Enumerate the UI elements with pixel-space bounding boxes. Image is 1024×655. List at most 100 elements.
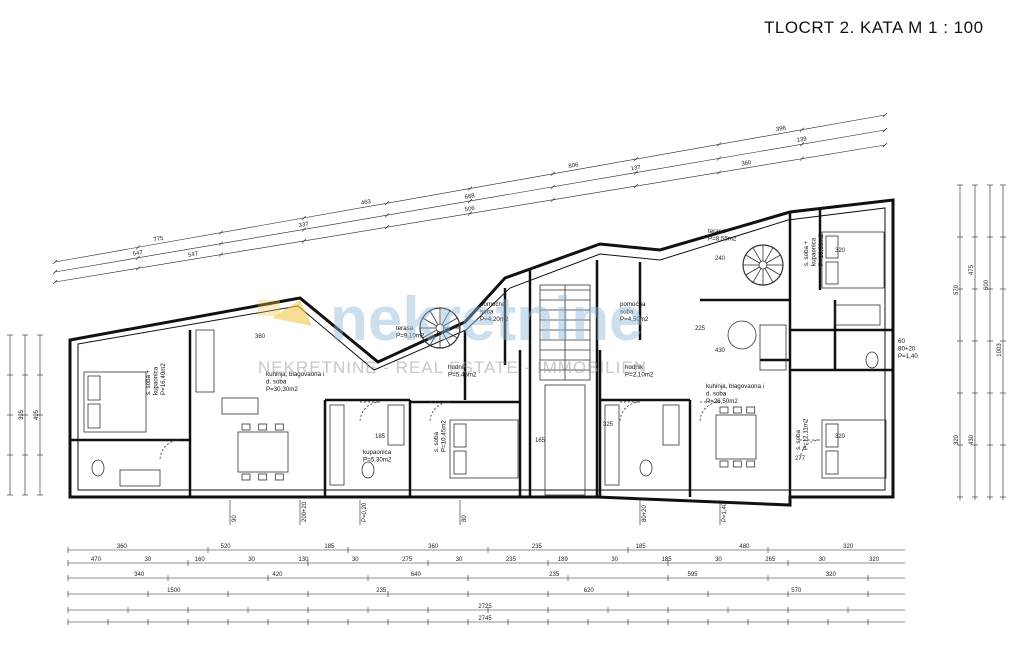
dimension-label: 2725 bbox=[478, 604, 492, 610]
dimension-tick bbox=[52, 279, 58, 285]
room-label-line: P=10,45m2 bbox=[441, 420, 448, 452]
dimension-label: 235 bbox=[506, 557, 517, 563]
dimension-label: 475 bbox=[969, 264, 975, 275]
spiral-step bbox=[443, 329, 458, 339]
dimension-label: 320 bbox=[869, 557, 880, 563]
dimension-label: 235 bbox=[376, 588, 387, 594]
dimension-label: 360 bbox=[117, 544, 128, 550]
dimension-label: 520 bbox=[221, 544, 232, 550]
interior-dimension: 185 bbox=[375, 434, 386, 440]
dimension-tick bbox=[716, 142, 722, 147]
chair bbox=[241, 473, 251, 481]
chair bbox=[258, 423, 268, 431]
room-label-line: P=30,30m2 bbox=[266, 386, 298, 393]
toilet bbox=[865, 351, 879, 369]
dimension-label: 30 bbox=[352, 557, 359, 563]
dimension-label: 235 bbox=[532, 544, 543, 550]
dimension-label: 396 bbox=[776, 125, 788, 133]
dimension-label: 668 bbox=[464, 193, 476, 201]
door-swing bbox=[699, 401, 721, 423]
pillow bbox=[825, 261, 839, 285]
room-label-line: kupaonica bbox=[153, 366, 160, 395]
pillow bbox=[87, 403, 101, 429]
kitchen-counter bbox=[759, 324, 787, 371]
dimension-tick bbox=[633, 170, 639, 175]
room-label-line: d. soba bbox=[706, 391, 727, 398]
dimension-label: 337 bbox=[298, 222, 310, 230]
dimension-tick bbox=[52, 269, 58, 275]
dimension-label: 275 bbox=[402, 557, 413, 563]
watermark-logo-mark bbox=[258, 300, 280, 316]
dimension-tick bbox=[52, 259, 58, 265]
pillow bbox=[453, 423, 467, 448]
dimension-tick bbox=[218, 252, 224, 257]
kitchen-counter bbox=[329, 404, 345, 486]
dimension-tick bbox=[633, 183, 639, 189]
door-swing bbox=[619, 401, 641, 423]
sofa bbox=[195, 329, 215, 393]
dimension-label: 570 bbox=[954, 284, 960, 295]
dimension-tick bbox=[799, 141, 805, 147]
spiral-step bbox=[443, 317, 458, 327]
spiral-step bbox=[422, 317, 437, 327]
door-swing bbox=[359, 401, 381, 423]
watermark-logo-mark bbox=[272, 300, 312, 326]
room-label-line: P=16,40m2 bbox=[160, 363, 167, 395]
dimension-label: 2745 bbox=[478, 616, 492, 622]
door-swing bbox=[429, 401, 451, 423]
room-label-line: P=9,10m2 bbox=[396, 333, 425, 340]
dimension-label: 775 bbox=[153, 236, 165, 244]
interior-dimension: 325 bbox=[603, 422, 614, 428]
dimension-tick bbox=[218, 230, 224, 235]
room-label-line: kupaonica bbox=[811, 237, 818, 266]
room-label-line: soba bbox=[620, 309, 634, 316]
chair bbox=[746, 406, 756, 414]
room-label-line: P=4,20m2 bbox=[480, 316, 509, 323]
chair bbox=[719, 460, 729, 468]
interior-dimension: 240 bbox=[715, 256, 726, 262]
pillow bbox=[87, 375, 101, 401]
dimension-label: 130 bbox=[298, 557, 309, 563]
dimension-tick bbox=[301, 215, 307, 221]
spiral-step bbox=[766, 254, 781, 264]
toilet bbox=[639, 459, 653, 477]
room-label-line: 80+20 bbox=[898, 346, 916, 353]
pillow bbox=[825, 423, 839, 448]
room-label-line: kuhinja, blagovaona i bbox=[266, 371, 324, 378]
opening-label: P=1,40 bbox=[722, 502, 728, 522]
dimension-tick bbox=[301, 238, 307, 244]
spiral-step bbox=[766, 266, 781, 276]
spiral-step bbox=[752, 268, 762, 283]
dimension-label: 30 bbox=[715, 557, 722, 563]
room-label-line: s. soba bbox=[433, 431, 440, 452]
room-label-line: pomoćna bbox=[620, 301, 646, 308]
dimension-tick bbox=[135, 245, 141, 250]
dimension-tick bbox=[467, 186, 473, 191]
opening-label: 200+20 bbox=[302, 501, 308, 522]
room-label-line: terasa bbox=[396, 325, 414, 332]
dimension-label: 360 bbox=[741, 160, 753, 168]
dimension-label: 320 bbox=[826, 572, 837, 578]
room-label-line: hodnik bbox=[625, 364, 644, 371]
room-label-line: s. soba bbox=[795, 429, 802, 450]
opening-label: 90 bbox=[232, 515, 238, 522]
drawing-title: TLOCRT 2. KATA M 1 : 100 bbox=[764, 18, 984, 37]
bed bbox=[449, 419, 519, 479]
pillow bbox=[453, 450, 467, 475]
room-label-line: P=26,50m2 bbox=[706, 398, 738, 405]
spiral-step bbox=[429, 310, 439, 325]
spiral-step bbox=[745, 266, 760, 276]
room-label-line: terasa bbox=[708, 228, 726, 235]
dining-table bbox=[237, 431, 289, 473]
dimension-label: 547 bbox=[132, 250, 144, 258]
dimension-label: 480 bbox=[739, 544, 750, 550]
